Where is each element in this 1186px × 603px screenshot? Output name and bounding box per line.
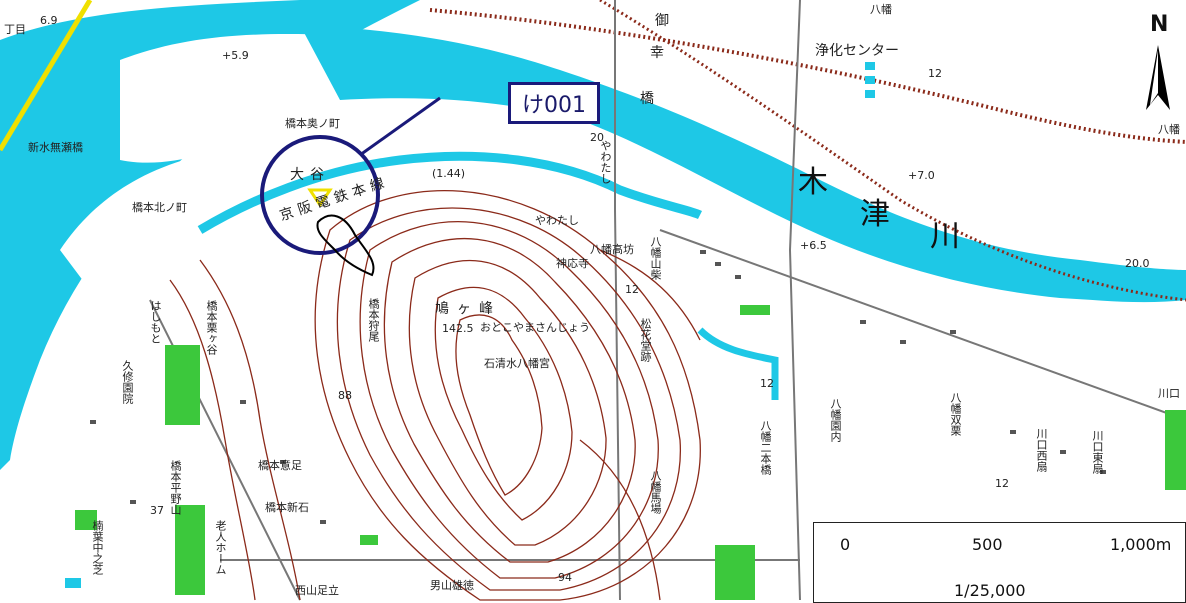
label-hashimoto-kario: 橋本狩尾 — [367, 298, 380, 342]
label-hachiman-baba: 八幡馬場 — [649, 470, 662, 514]
label-otokoyama-yutoku: 男山雄徳 — [430, 579, 474, 592]
label-elev-65: +6.5 — [800, 239, 827, 252]
label-hashimoto-kana: はしもと — [149, 300, 162, 344]
yellow-road — [0, 0, 93, 152]
label-hashimoto-kitanocho: 橋本北ノ町 — [132, 201, 187, 214]
label-otokoyama: おとこやまさんじょう — [480, 321, 590, 334]
label-hachiman-futabo: 八幡双栗 — [949, 392, 962, 436]
scale-tick-1000: 1,000m — [1110, 535, 1172, 554]
label-kusugaen: 久修園院 — [121, 360, 134, 404]
label-gyo: 御 — [655, 13, 669, 29]
label-hashimoto-hiranoyama: 橋本平野山 — [169, 460, 182, 515]
scale-ratio: 1/25,000 — [954, 581, 1026, 600]
label-elev-12: 12 — [928, 67, 942, 80]
label-nishiyama: 西山足立 — [295, 584, 339, 597]
label-bridge: 橋 — [640, 91, 654, 107]
label-iwashimizu: 石清水八幡宮 — [484, 357, 550, 370]
label-yawatashi: やわたし — [599, 140, 612, 184]
label-shokado: 松花堂跡 — [639, 318, 652, 362]
label-otani: 大谷 — [290, 167, 330, 183]
yodo-river — [0, 0, 420, 470]
label-hachiman-nihongi: 八幡二本橋 — [759, 420, 772, 475]
scale-tick-500: 500 — [972, 535, 1003, 554]
label-elev-37: 37 — [150, 504, 164, 517]
label-elev-70: +7.0 — [908, 169, 935, 182]
label-elev-69: 6.9 — [40, 14, 58, 27]
label-hatogamine: 鳩ヶ峰 — [435, 301, 501, 317]
label-hashimoto-kuriya: 橋本栗ヶ谷 — [205, 300, 218, 355]
label-elev-12d: 12 — [995, 477, 1009, 490]
label-hashimoto-okunocho: 橋本奥ノ町 — [285, 117, 340, 130]
label-elev-200: 20.0 — [1125, 257, 1150, 270]
label-hachiman-top: 八幡 — [1158, 123, 1180, 136]
canal — [197, 151, 703, 234]
label-elev-1425: 142.5 — [442, 322, 474, 335]
label-rojin-home: 老人ホーム — [214, 520, 227, 575]
label-kawaguchi: 川口 — [1158, 387, 1180, 400]
yellow-marker — [307, 188, 333, 208]
site-id-box: け001 — [508, 82, 600, 124]
scale-box: 0 500 1,000m 1/25,000 — [813, 522, 1186, 603]
label-kusuha: 楠葉中之芝 — [91, 520, 104, 575]
label-hachiman-sonouchi: 八幡園内 — [829, 398, 842, 442]
label-elev-20: 20 — [590, 131, 604, 144]
black-outline — [316, 214, 375, 277]
label-elev-12b: 12 — [625, 283, 639, 296]
label-hashimoto-ito: 橋本意足 — [258, 459, 302, 472]
label-elev-59: +5.9 — [222, 49, 249, 62]
label-hachiman: 八幡 — [870, 3, 892, 16]
railway-top — [429, 8, 1186, 144]
label-elev-12c: 12 — [760, 377, 774, 390]
label-elev-94: 94 — [558, 571, 572, 584]
label-jinouji: 神応寺 — [556, 257, 589, 270]
label-elev-88: 88 — [338, 389, 352, 402]
label-river-kawa: 川 — [930, 219, 960, 254]
label-chome: 丁目 — [4, 23, 26, 36]
park — [165, 345, 200, 425]
target-circle — [260, 135, 380, 255]
label-kawaguchi-nishi: 川口西扇 — [1035, 428, 1048, 472]
north-arrow-icon — [1130, 8, 1186, 123]
label-shinsui-bridge: 新水無瀬橋 — [28, 141, 83, 154]
label-hashimoto-shinseki: 橋本新石 — [265, 501, 309, 514]
contour-hill — [169, 189, 701, 601]
label-kawaguchi-higashi: 川口東扇 — [1091, 430, 1104, 474]
label-hachiman-yamashiba: 八幡山柴 — [649, 236, 662, 280]
label-river-tsu: 津 — [860, 197, 890, 232]
label-elevation-144: (1.44) — [432, 167, 466, 180]
label-hachiman-takabo: 八幡高坊 — [590, 243, 634, 256]
label-ko: 幸 — [650, 45, 664, 61]
scale-tick-0: 0 — [840, 535, 851, 554]
label-river-ki: 木 — [798, 165, 828, 200]
label-yawatashi2: やわたし — [535, 214, 579, 227]
label-water-center: 浄化センター — [815, 43, 899, 59]
north-label: N — [1150, 12, 1169, 37]
leader-line — [359, 96, 441, 157]
